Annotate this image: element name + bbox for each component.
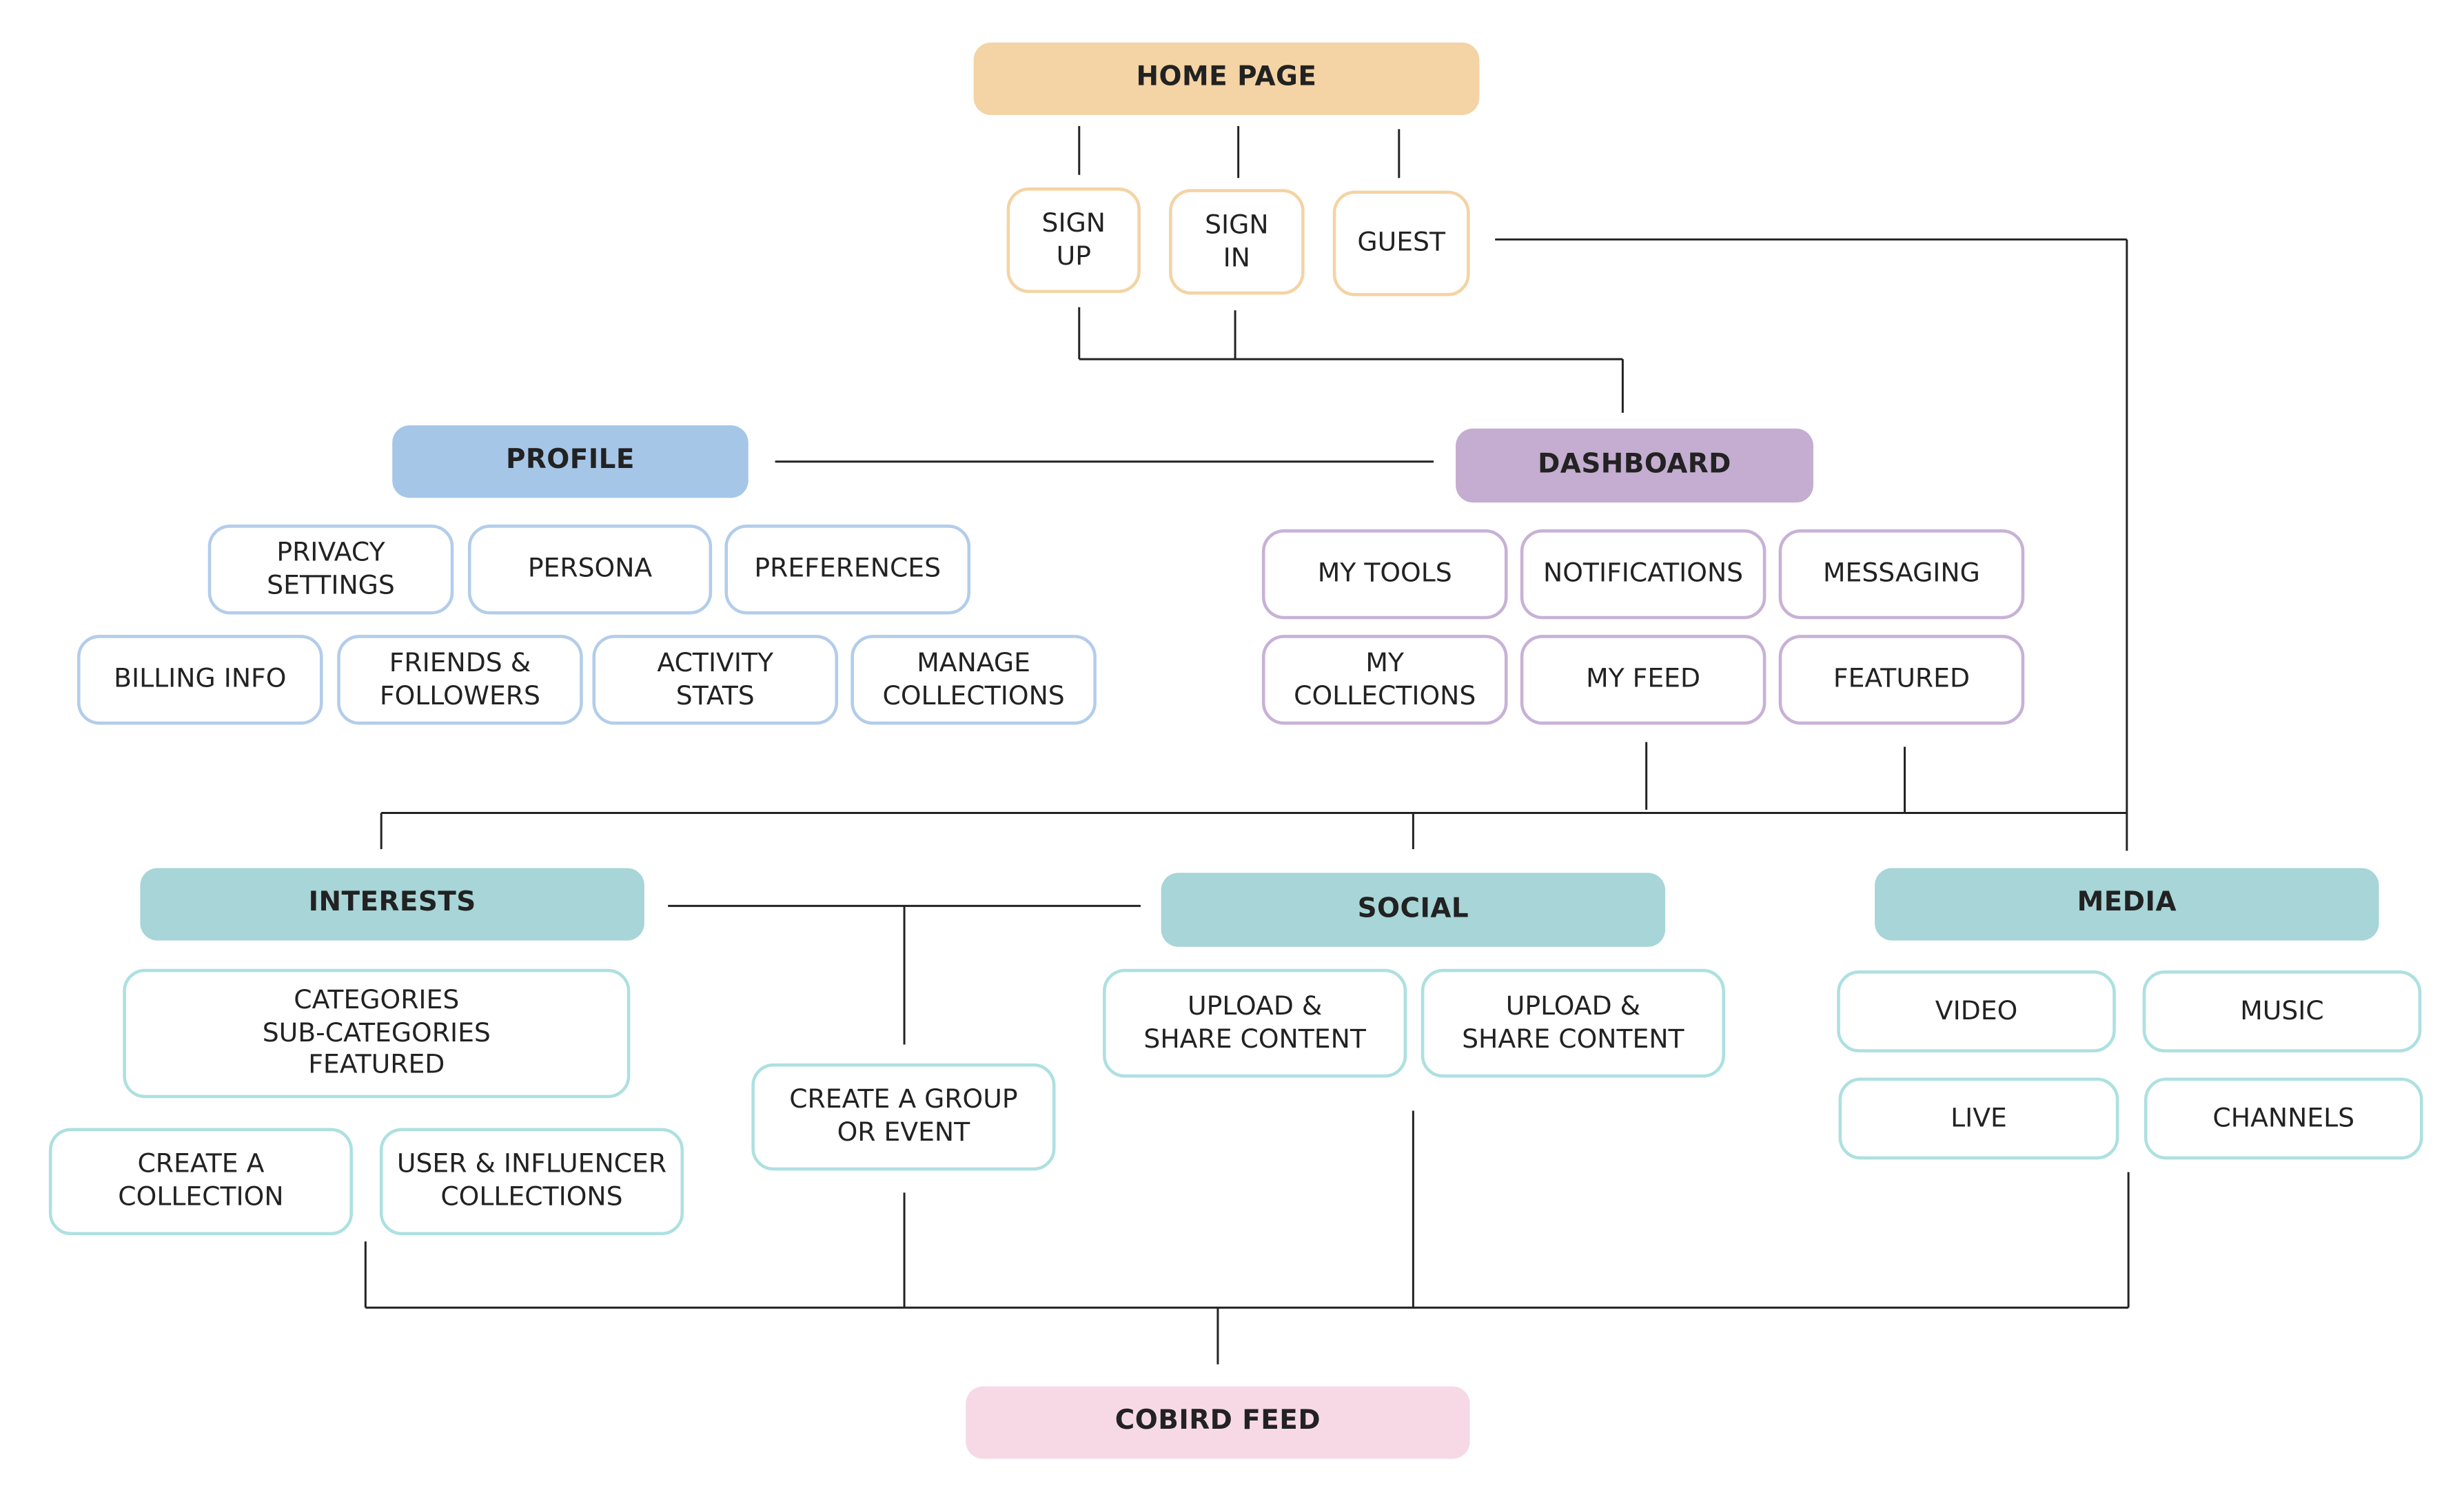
channels-node: CHANNELS — [2144, 1077, 2423, 1160]
interests-node: INTERESTS — [140, 868, 644, 941]
create-group-event-node: CREATE A GROUP OR EVENT — [751, 1063, 1056, 1171]
my-tools-node: MY TOOLS — [1261, 529, 1508, 620]
categories-node: CATEGORIES SUB-CATEGORIES FEATURED — [123, 968, 631, 1099]
sign-in-node: SIGN IN — [1169, 189, 1305, 295]
live-node: LIVE — [1838, 1077, 2119, 1160]
create-collection-node: CREATE A COLLECTION — [48, 1128, 354, 1236]
media-node: MEDIA — [1875, 868, 2379, 941]
sign-up-node: SIGN UP — [1006, 187, 1141, 294]
privacy-settings-node: PRIVACY SETTINGS — [207, 525, 454, 615]
notifications-node: NOTIFICATIONS — [1520, 529, 1766, 620]
user-influencer-collections-node: USER & INFLUENCER COLLECTIONS — [379, 1128, 684, 1236]
messaging-node: MESSAGING — [1778, 529, 2025, 620]
profile-node: PROFILE — [392, 425, 749, 498]
friends-followers-node: FRIENDS & FOLLOWERS — [337, 635, 583, 725]
social-node: SOCIAL — [1161, 873, 1666, 947]
upload-share-content-node: UPLOAD & SHARE CONTENT — [1103, 968, 1407, 1078]
featured-node: FEATURED — [1778, 635, 2025, 725]
music-node: MUSIC — [2142, 970, 2422, 1052]
cobird-feed-node: COBIRD FEED — [966, 1386, 1470, 1459]
manage-collections-node: MANAGE COLLECTIONS — [851, 635, 1097, 725]
preferences-node: PREFERENCES — [724, 525, 971, 615]
guest-node: GUEST — [1332, 190, 1470, 296]
upload-share-content-node: UPLOAD & SHARE CONTENT — [1421, 968, 1725, 1078]
billing-info-node: BILLING INFO — [77, 635, 323, 725]
home-page-node: HOME PAGE — [973, 42, 1480, 115]
my-feed-node: MY FEED — [1520, 635, 1766, 725]
video-node: VIDEO — [1837, 970, 2116, 1052]
activity-stats-node: ACTIVITY STATS — [592, 635, 839, 725]
dashboard-node: DASHBOARD — [1456, 428, 1813, 503]
my-collections-node: MY COLLECTIONS — [1261, 635, 1508, 725]
persona-node: PERSONA — [467, 525, 713, 615]
